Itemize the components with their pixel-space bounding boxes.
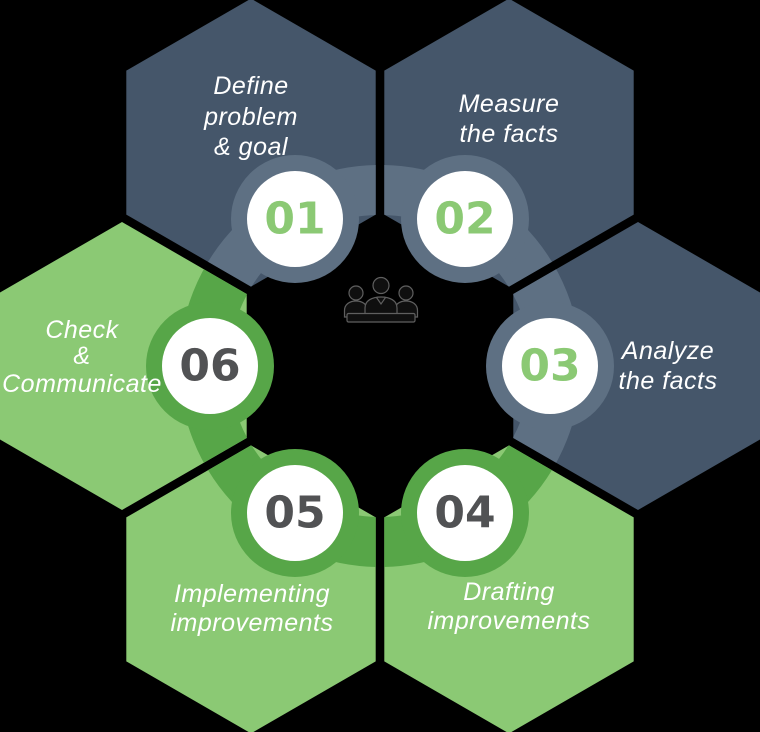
hexagon-step-06 [0,222,247,510]
step-06-label-line-3: Communicate [2,370,162,398]
number-label-step-06: 06 [179,341,240,392]
step-01-label-line-2: problem [203,103,298,131]
step-05-label-line-1: Implementing [174,580,330,608]
person-left-head [348,285,364,301]
number-label-step-05: 05 [264,488,325,539]
person-center-collar [376,297,386,306]
step-02-label-line-1: Measure [459,90,560,118]
people-group-base [346,312,416,323]
number-circle-step-05 [247,465,343,561]
step-03-label-line-1: Analyze [620,337,714,365]
number-circle-step-06 [162,318,258,414]
hexagon-step-03 [513,222,760,510]
step-03-label-line-2: the facts [619,367,718,395]
step-06-label-line-2: & [73,342,90,370]
step-01-label-line-1: Define [213,72,288,100]
step-06-label-line-1: Check [45,316,119,344]
number-label-step-02: 02 [434,194,495,245]
person-center-head [372,276,390,295]
number-label-step-03: 03 [519,341,580,392]
number-circle-step-02 [417,171,513,267]
people-group-icon [343,276,419,323]
step-01-label-line-3: & goal [214,133,289,161]
person-right-head [398,285,414,301]
person-center-body [364,296,398,318]
step-02-label-line-2: the facts [460,120,559,148]
number-label-step-04: 04 [434,488,495,539]
number-circle-step-04 [417,465,513,561]
number-circle-step-03 [502,318,598,414]
step-04-label-line-1: Drafting [463,578,555,606]
number-label-step-01: 01 [264,194,325,245]
number-circle-step-01 [247,171,343,267]
step-05-label-line-2: improvements [171,609,334,637]
step-04-label-line-2: improvements [428,607,591,635]
